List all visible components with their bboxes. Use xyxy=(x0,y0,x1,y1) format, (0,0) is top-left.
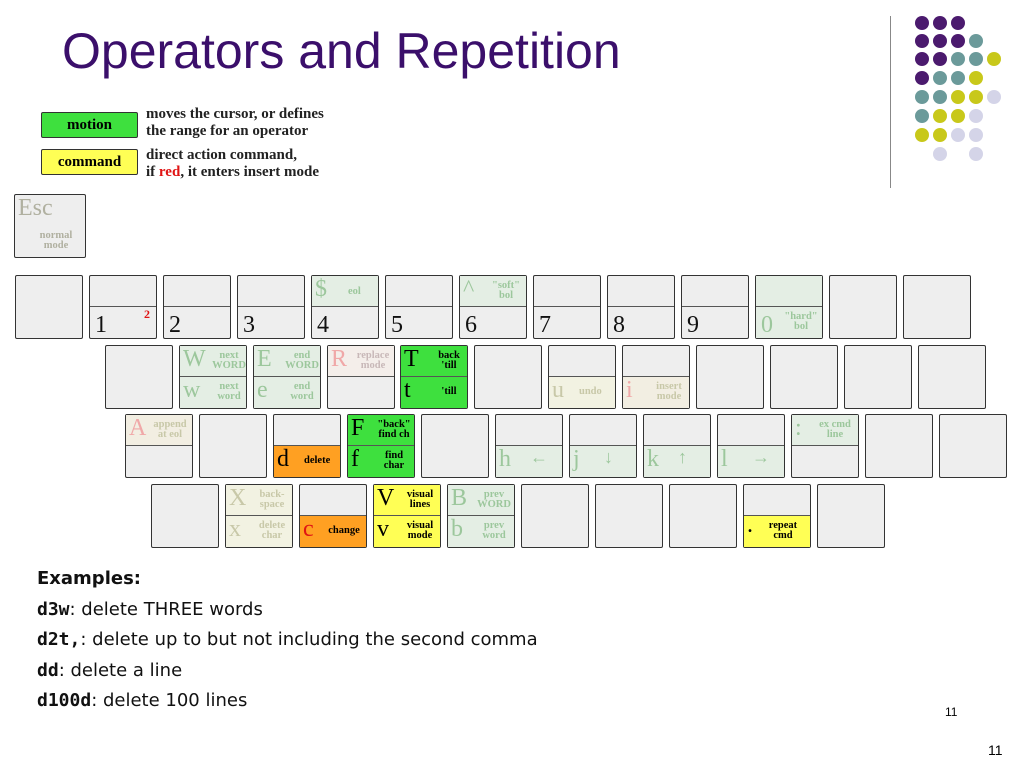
key-tab xyxy=(105,345,173,409)
arrow-up-icon: ↑ xyxy=(678,447,687,467)
example-item: d100d: delete 100 lines xyxy=(37,690,248,711)
key-semicolon: :ex cmd line xyxy=(791,414,859,478)
key-period: .repeat cmd xyxy=(743,484,811,548)
key-esc: Esc normal mode xyxy=(14,194,86,258)
key-slash xyxy=(817,484,885,548)
key-l: l→ xyxy=(717,414,785,478)
key-y xyxy=(474,345,542,409)
key-o xyxy=(696,345,764,409)
legend-command-desc-2: if red, it enters insert mode xyxy=(146,164,320,180)
key-m xyxy=(595,484,663,548)
arrow-left-icon: ← xyxy=(530,447,548,467)
key-0: 0"hard" bol xyxy=(755,275,823,339)
key-k: k↑ xyxy=(643,414,711,478)
key-minus xyxy=(829,275,897,339)
key-backtick xyxy=(15,275,83,339)
key-2: 2 xyxy=(163,275,231,339)
example-item: dd: delete a line xyxy=(37,659,183,681)
title-divider xyxy=(890,16,891,188)
key-9: 9 xyxy=(681,275,749,339)
example-item: d3w: delete THREE words xyxy=(37,598,263,620)
slide-number-inner: 11 xyxy=(945,705,958,719)
slide-number: 11 xyxy=(988,742,1003,758)
legend-command-swatch: command xyxy=(41,149,138,175)
key-bracket-left xyxy=(844,345,912,409)
arrow-down-icon: ↓ xyxy=(604,447,613,467)
key-equals xyxy=(903,275,971,339)
key-7: 7 xyxy=(533,275,601,339)
key-s xyxy=(199,414,267,478)
page-title: Operators and Repetition xyxy=(62,23,621,79)
legend-command-desc-1: direct action command, xyxy=(146,147,297,163)
key-bracket-right xyxy=(918,345,986,409)
key-h: h← xyxy=(495,414,563,478)
legend-motion-desc-2: the range for an operator xyxy=(146,123,309,139)
key-p xyxy=(770,345,838,409)
legend-motion-swatch: motion xyxy=(41,112,138,138)
key-z xyxy=(151,484,219,548)
example-item: d2t,: delete up to but not including the… xyxy=(37,629,538,650)
legend-motion-desc-1: moves the cursor, or defines xyxy=(146,106,324,122)
key-5: 5 xyxy=(385,275,453,339)
key-g xyxy=(421,414,489,478)
key-j: j↓ xyxy=(569,414,637,478)
examples-block: Examples: d3w: delete THREE words d2t,: … xyxy=(37,564,538,717)
key-comma xyxy=(669,484,737,548)
arrow-right-icon: → xyxy=(752,447,770,467)
key-3: 3 xyxy=(237,275,305,339)
key-8: 8 xyxy=(607,275,675,339)
key-quote xyxy=(865,414,933,478)
examples-heading: Examples: xyxy=(37,568,141,589)
key-enter xyxy=(939,414,1007,478)
key-n xyxy=(521,484,589,548)
